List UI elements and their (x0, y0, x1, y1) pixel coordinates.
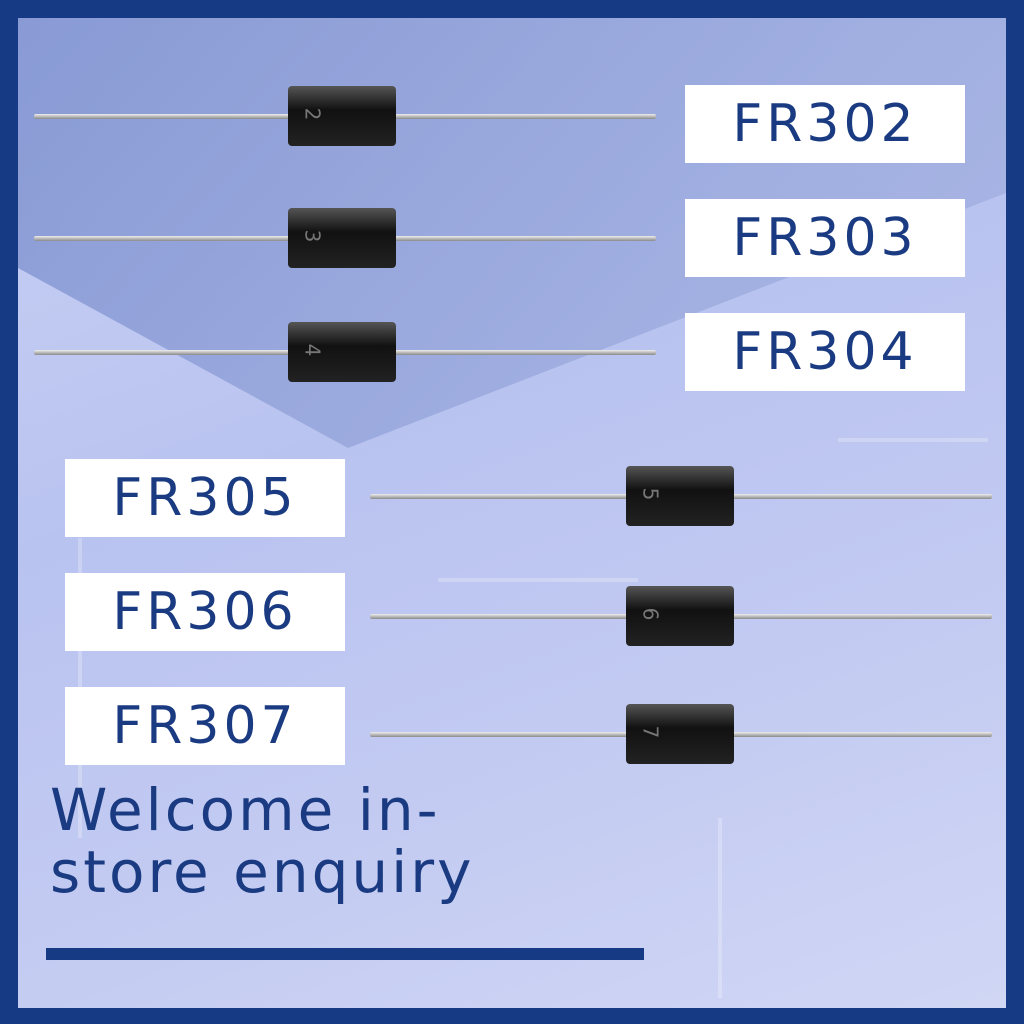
diode-fr305: 5 (370, 466, 992, 526)
label-fr304: FR304 (685, 313, 965, 391)
label-fr306: FR306 (65, 573, 345, 651)
label-fr302: FR302 (685, 85, 965, 163)
label-fr307: FR307 (65, 687, 345, 765)
diode-fr304: 4 (34, 322, 656, 382)
label-fr305: FR305 (65, 459, 345, 537)
welcome-line-1: Welcome in- (50, 776, 441, 844)
circuit-trace (838, 438, 988, 442)
diode-fr306: 6 (370, 586, 992, 646)
welcome-text: Welcome in- store enquiry (50, 776, 475, 906)
underline-bar (46, 948, 644, 960)
diode-fr303: 3 (34, 208, 656, 268)
diode-fr302: 2 (34, 86, 656, 146)
welcome-line-2: store enquiry (50, 838, 475, 906)
circuit-trace (718, 818, 722, 998)
circuit-trace (438, 578, 638, 582)
label-fr303: FR303 (685, 199, 965, 277)
diode-fr307: 7 (370, 704, 992, 764)
